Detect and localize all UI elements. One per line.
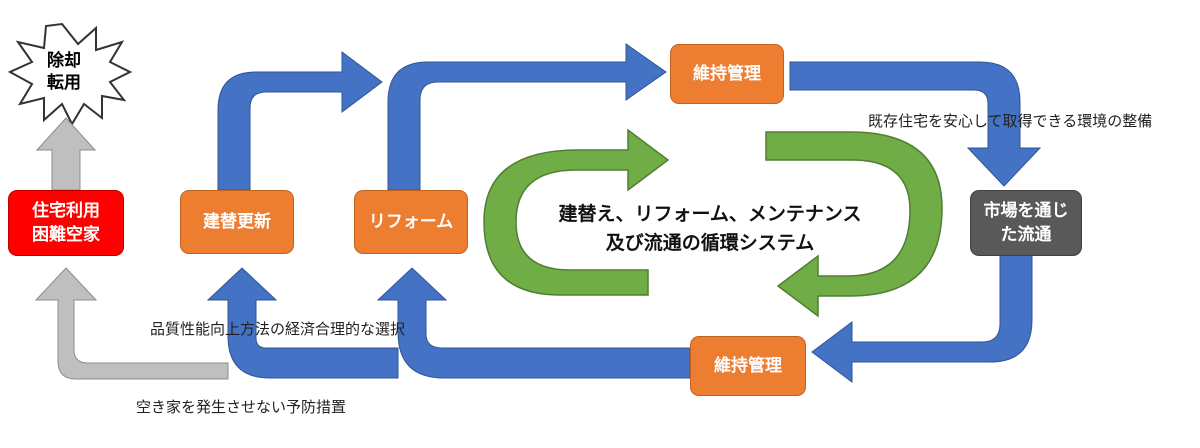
circulation-title-line1: 建替え、リフォーム、メンテナンス [558,203,862,225]
circulation-system-title: 建替え、リフォーム、メンテナンス 及び流通の循環システム [540,200,880,258]
reform-box: リフォーム [354,190,468,254]
demolition-line1: 除却 [47,51,81,71]
green-cycle-arrow-lower [765,131,943,318]
demolition-line2: 転用 [47,73,81,93]
demolition-burst [7,22,133,127]
maintenance-top-box: 維持管理 [670,44,784,104]
vacant-house-line2: 困難空家 [32,225,100,245]
vacant-house-line1: 住宅利用 [32,201,100,221]
rebuild-box: 建替更新 [180,190,294,254]
gray-arrow-prevention [34,267,229,380]
maintenance-bottom-label: 維持管理 [714,356,782,376]
market-line1: 市場を通じ [983,201,1069,221]
blue-arrow-to-rebuild [206,267,399,379]
green-cycle-arrow-upper [483,128,670,296]
market-line2: た流通 [1000,225,1052,245]
environment-label: 既存住宅を安心して取得できる環境の整備 [868,112,1153,130]
market-box: 市場を通じ た流通 [970,190,1082,256]
blue-arrow-rebuild-to-reform [217,51,383,191]
gray-arrow-to-demolition [35,117,97,191]
circulation-title-line2: 及び流通の循環システム [605,232,815,254]
quality-label: 品質性能向上方法の経済合理的な選択 [150,320,406,338]
maintenance-top-label: 維持管理 [693,64,761,84]
blue-arrow-maintenance-to-market [789,61,1042,187]
prevention-label: 空き家を発生させない予防措置 [136,398,347,416]
blue-arrow-to-reform [376,267,691,379]
rebuild-label: 建替更新 [203,212,271,232]
demolition-text: 除却 転用 [42,50,86,94]
reform-label: リフォーム [368,212,454,232]
blue-arrow-market-to-maintenance [811,254,1033,383]
blue-arrow-reform-to-maintenance [387,43,667,191]
vacant-house-box: 住宅利用 困難空家 [8,190,124,256]
maintenance-bottom-box: 維持管理 [690,336,806,396]
